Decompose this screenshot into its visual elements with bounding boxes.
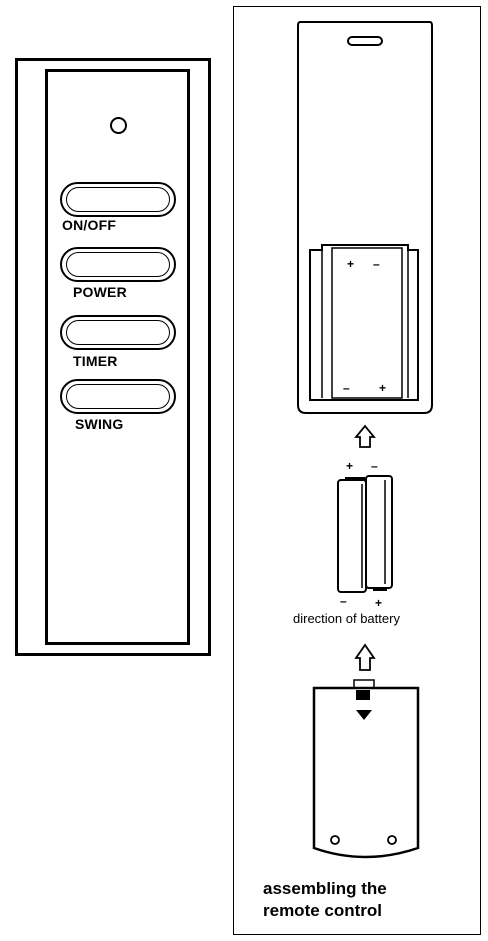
direction-label: direction of battery [293,611,400,626]
battery-right [366,476,392,588]
batteries [338,476,392,592]
battery-cover [314,680,418,857]
screw-hole-icon [388,836,396,844]
slot-icon [348,37,382,45]
polarity-mark: – [373,257,380,271]
diagram-caption: assembling the remote control [263,878,387,922]
polarity-mark: + [375,596,382,610]
polarity-mark: + [379,381,386,395]
up-arrow-icon [356,426,374,447]
remote-back-view [298,22,432,413]
polarity-mark: + [347,257,354,271]
up-arrow-icon [356,645,374,670]
polarity-mark: – [340,594,347,608]
polarity-mark: – [343,381,350,395]
caption-line-2: remote control [263,900,387,922]
screw-hole-icon [331,836,339,844]
polarity-mark: + [346,459,353,473]
polarity-mark: – [371,459,378,473]
caption-line-1: assembling the [263,878,387,900]
